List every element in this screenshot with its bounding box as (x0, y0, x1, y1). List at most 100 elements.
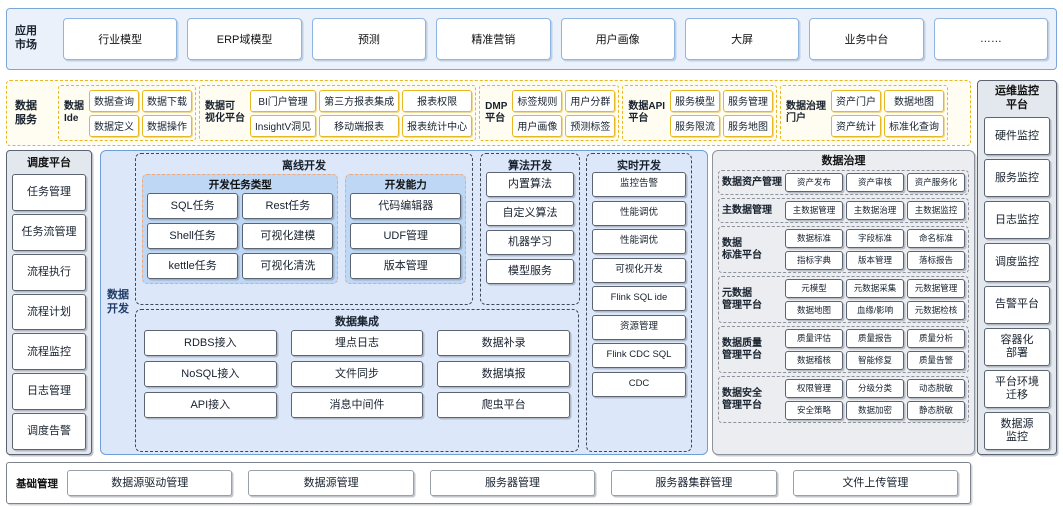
ops-item-1[interactable]: 服务监控 (984, 159, 1050, 198)
realtime-item-6[interactable]: Flink CDC SQL (592, 343, 686, 368)
algorithm-item-3[interactable]: 模型服务 (486, 259, 574, 284)
realtime-item-5[interactable]: 资源管理 (592, 314, 686, 340)
app-market-item-6[interactable]: 业务中台 (809, 18, 924, 60)
data-service-item-2-1[interactable]: 用户分群 (565, 89, 616, 112)
offline-item-0-5[interactable]: 可视化清洗 (242, 253, 334, 279)
data-service-item-3-3[interactable]: 服务地图 (723, 114, 774, 137)
data-service-item-0-0[interactable]: 数据查询 (89, 89, 139, 112)
algorithm-item-2[interactable]: 机器学习 (486, 230, 574, 255)
base-management-item-2[interactable]: 服务器管理 (429, 470, 596, 496)
ops-item-6[interactable]: 平台环境迁移 (984, 369, 1050, 408)
data-service-item-3-2[interactable]: 服务限流 (670, 114, 721, 137)
app-market-item-4[interactable]: 用户画像 (560, 18, 675, 60)
data-service-item-2-3[interactable]: 预测标签 (565, 114, 616, 137)
scheduling-item-5[interactable]: 日志管理 (12, 373, 86, 411)
realtime-item-2[interactable]: 性能调优 (592, 229, 686, 254)
governance-item-4-1[interactable]: 质量报告 (846, 329, 904, 348)
governance-item-0-2[interactable]: 资产服务化 (907, 173, 965, 192)
governance-item-1-1[interactable]: 主数据治理 (846, 201, 904, 220)
data-service-item-0-2[interactable]: 数据定义 (89, 114, 139, 137)
integration-item-4[interactable]: 文件同步 (290, 361, 424, 387)
data-service-item-3-1[interactable]: 服务管理 (723, 89, 774, 112)
governance-item-3-4[interactable]: 血缘/影响 (846, 301, 904, 320)
ops-item-4[interactable]: 告警平台 (984, 285, 1050, 324)
base-management-item-0[interactable]: 数据源驱动管理 (67, 470, 233, 496)
governance-item-1-2[interactable]: 主数据监控 (907, 201, 965, 220)
governance-item-3-1[interactable]: 元数据采集 (846, 279, 904, 298)
governance-item-2-1[interactable]: 字段标准 (846, 229, 904, 248)
governance-item-1-0[interactable]: 主数据管理 (785, 201, 843, 220)
governance-item-3-0[interactable]: 元模型 (785, 279, 843, 298)
scheduling-item-4[interactable]: 流程监控 (12, 333, 86, 371)
realtime-item-1[interactable]: 性能调优 (592, 200, 686, 226)
governance-item-0-0[interactable]: 资产发布 (785, 173, 843, 192)
governance-item-2-0[interactable]: 数据标准 (785, 229, 843, 248)
offline-item-1-1[interactable]: UDF管理 (350, 223, 461, 249)
data-service-item-0-3[interactable]: 数据操作 (142, 114, 192, 137)
integration-item-1[interactable]: 埋点日志 (290, 330, 424, 356)
base-management-item-3[interactable]: 服务器集群管理 (611, 470, 777, 496)
governance-item-5-3[interactable]: 安全策略 (785, 401, 843, 420)
governance-item-0-1[interactable]: 资产审核 (846, 173, 904, 192)
data-service-item-1-5[interactable]: 报表统计中心 (402, 114, 473, 137)
data-service-item-2-0[interactable]: 标签规则 (512, 89, 563, 112)
ops-item-0[interactable]: 硬件监控 (984, 117, 1050, 156)
integration-item-8[interactable]: 爬虫平台 (437, 392, 570, 418)
realtime-item-7[interactable]: CDC (592, 371, 686, 397)
integration-item-0[interactable]: RDBS接入 (144, 330, 277, 356)
governance-item-2-2[interactable]: 命名标准 (907, 229, 965, 248)
scheduling-item-2[interactable]: 流程执行 (12, 253, 86, 291)
governance-item-2-3[interactable]: 指标字典 (785, 251, 843, 270)
app-market-item-1[interactable]: ERP域模型 (187, 18, 302, 60)
scheduling-item-3[interactable]: 流程计划 (12, 293, 86, 331)
governance-item-4-5[interactable]: 质量告警 (907, 351, 965, 370)
algorithm-item-1[interactable]: 自定义算法 (486, 201, 574, 226)
data-service-item-3-0[interactable]: 服务模型 (670, 89, 721, 112)
scheduling-item-1[interactable]: 任务流管理 (12, 213, 86, 251)
data-service-item-2-2[interactable]: 用户画像 (512, 114, 563, 137)
integration-item-2[interactable]: 数据补录 (437, 330, 570, 356)
governance-item-4-3[interactable]: 数据稽核 (785, 351, 843, 370)
data-service-item-4-0[interactable]: 资产门户 (831, 89, 882, 112)
app-market-item-3[interactable]: 精准营销 (436, 18, 551, 60)
ops-item-3[interactable]: 调度监控 (984, 243, 1050, 282)
scheduling-item-6[interactable]: 调度告警 (12, 413, 86, 451)
governance-item-5-0[interactable]: 权限管理 (785, 379, 843, 398)
governance-item-3-3[interactable]: 数据地图 (785, 301, 843, 320)
offline-item-0-3[interactable]: 可视化建模 (242, 223, 334, 249)
data-service-item-1-0[interactable]: BI门户管理 (250, 89, 317, 112)
integration-item-5[interactable]: 数据填报 (437, 361, 570, 387)
base-management-item-4[interactable]: 文件上传管理 (792, 470, 959, 496)
governance-item-5-2[interactable]: 动态脱敏 (907, 379, 965, 398)
app-market-item-7[interactable]: …… (933, 18, 1048, 60)
ops-item-2[interactable]: 日志监控 (984, 201, 1050, 240)
integration-item-7[interactable]: 消息中间件 (290, 392, 424, 418)
app-market-item-2[interactable]: 预测 (311, 18, 427, 60)
data-service-item-4-2[interactable]: 资产统计 (831, 114, 882, 137)
governance-item-5-5[interactable]: 静态脱敏 (907, 401, 965, 420)
offline-item-0-2[interactable]: Shell任务 (147, 223, 239, 249)
governance-item-2-4[interactable]: 版本管理 (846, 251, 904, 270)
offline-item-0-1[interactable]: Rest任务 (242, 193, 334, 219)
app-market-item-5[interactable]: 大屏 (684, 18, 800, 60)
data-service-item-4-3[interactable]: 标准化查询 (884, 114, 945, 137)
integration-item-3[interactable]: NoSQL接入 (144, 361, 277, 387)
governance-item-3-5[interactable]: 元数据检核 (907, 301, 965, 320)
app-market-item-0[interactable]: 行业模型 (63, 18, 178, 60)
data-service-item-1-2[interactable]: 报表权限 (402, 89, 473, 112)
offline-item-0-4[interactable]: kettle任务 (147, 253, 239, 279)
governance-item-2-5[interactable]: 落标报告 (907, 251, 965, 270)
offline-item-0-0[interactable]: SQL任务 (147, 193, 239, 219)
algorithm-item-0[interactable]: 内置算法 (486, 172, 574, 197)
realtime-item-0[interactable]: 监控告警 (592, 172, 686, 197)
data-service-item-1-1[interactable]: 第三方报表集成 (319, 89, 400, 112)
governance-item-4-0[interactable]: 质量评估 (785, 329, 843, 348)
governance-item-5-1[interactable]: 分级分类 (846, 379, 904, 398)
data-service-item-1-3[interactable]: InsightV洞见 (250, 114, 317, 137)
realtime-item-4[interactable]: Flink SQL ide (592, 286, 686, 311)
governance-item-3-2[interactable]: 元数据管理 (907, 279, 965, 298)
offline-item-1-2[interactable]: 版本管理 (350, 253, 461, 279)
base-management-item-1[interactable]: 数据源管理 (248, 470, 414, 496)
governance-item-4-4[interactable]: 智能修复 (846, 351, 904, 370)
data-service-item-0-1[interactable]: 数据下载 (142, 89, 192, 112)
